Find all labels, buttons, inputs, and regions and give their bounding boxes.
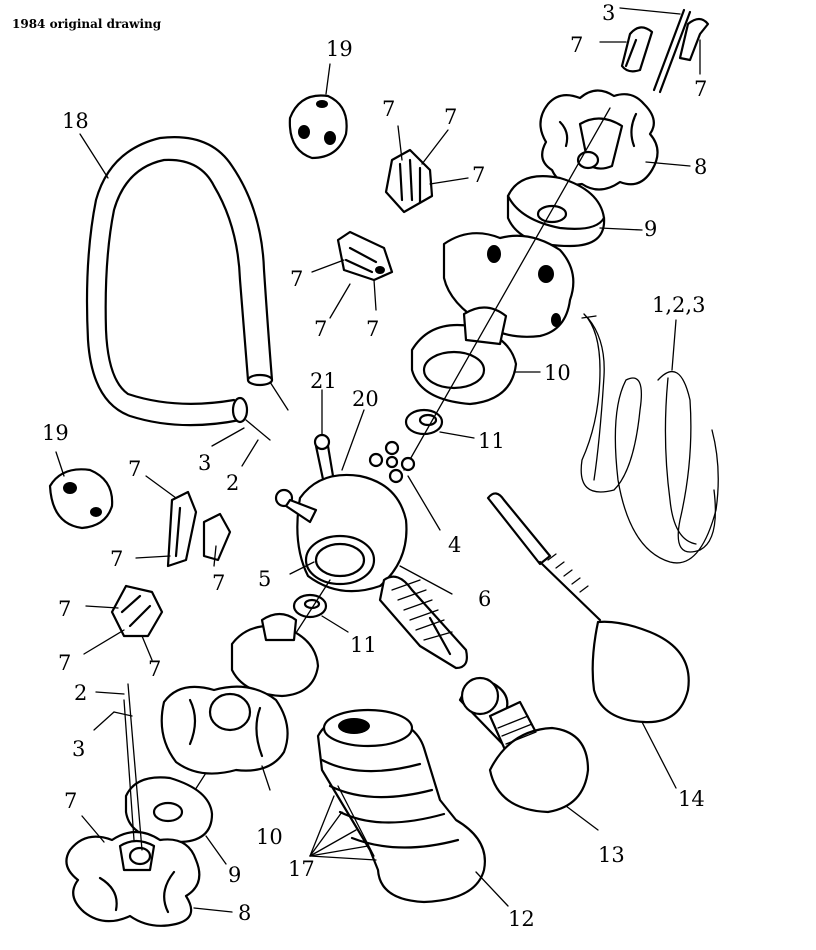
callout-7-bottom-1: 7 bbox=[58, 597, 71, 621]
callout-7-upper-3: 7 bbox=[472, 163, 485, 187]
nut-19-top bbox=[288, 63, 348, 160]
callout-11-top: 11 bbox=[478, 429, 505, 453]
clip-7-top-left bbox=[599, 26, 654, 73]
body-housing bbox=[274, 473, 468, 670]
callout-6: 6 bbox=[478, 587, 491, 611]
cup-10-bottom bbox=[230, 612, 320, 698]
washer-9-bottom bbox=[124, 776, 227, 865]
callout-7-lower-2: 7 bbox=[110, 547, 123, 571]
wire-3-top bbox=[619, 7, 692, 94]
callout-9-top: 9 bbox=[644, 217, 657, 241]
callout-7-middle-2: 7 bbox=[314, 317, 327, 341]
spider-8-bottom bbox=[65, 815, 233, 927]
star-piece-4 bbox=[368, 440, 441, 531]
callout-19-top: 19 bbox=[326, 37, 353, 61]
callout-1-2-3: 1,2,3 bbox=[652, 293, 705, 317]
callout-18: 18 bbox=[62, 109, 89, 133]
spider-body-bottom bbox=[160, 685, 289, 791]
callout-7-lower-1: 7 bbox=[128, 457, 141, 481]
callout-3-hose: 3 bbox=[198, 451, 211, 475]
callout-10-bottom: 10 bbox=[256, 825, 283, 849]
tool-14 bbox=[486, 492, 690, 789]
clip-group-7-bottom bbox=[83, 584, 164, 661]
spider-8-top bbox=[539, 89, 691, 191]
wires-2-3-bottom bbox=[93, 683, 143, 851]
callout-7-bottom-spider: 7 bbox=[64, 789, 77, 813]
washer-9-top bbox=[506, 175, 643, 248]
callout-3-top: 3 bbox=[602, 1, 615, 25]
nut-19-left bbox=[48, 451, 114, 530]
cap-13 bbox=[458, 676, 599, 831]
washer-11-bottom bbox=[292, 593, 349, 633]
fins-17-pointers bbox=[309, 795, 377, 861]
handle-20 bbox=[341, 409, 365, 471]
callout-12: 12 bbox=[508, 907, 535, 931]
callout-7-upper-1: 7 bbox=[382, 97, 395, 121]
callout-11-bottom: 11 bbox=[350, 633, 377, 657]
callout-8-top: 8 bbox=[694, 155, 707, 179]
callout-7-middle-1: 7 bbox=[290, 267, 303, 291]
drawing-caption: 1984 original drawing bbox=[12, 17, 162, 31]
callout-7-upper-2: 7 bbox=[444, 105, 457, 129]
clip-7-top-right bbox=[678, 17, 710, 75]
callout-20: 20 bbox=[352, 387, 379, 411]
callout-7-lower-3: 7 bbox=[212, 571, 225, 595]
callout-2-bottom: 2 bbox=[74, 681, 87, 705]
callout-17: 17 bbox=[288, 857, 315, 881]
clip-group-7-middle bbox=[311, 230, 394, 319]
callout-3-bottom: 3 bbox=[72, 737, 85, 761]
cables-1-2-3 bbox=[580, 313, 719, 564]
callout-9-bottom: 9 bbox=[228, 863, 241, 887]
bellows-12 bbox=[316, 708, 509, 907]
callout-13: 13 bbox=[598, 843, 625, 867]
pin-21 bbox=[313, 389, 336, 486]
callout-7-bottom-2: 7 bbox=[58, 651, 71, 675]
hose-18 bbox=[79, 133, 289, 467]
callout-2-hose: 2 bbox=[226, 471, 239, 495]
axis-line-top bbox=[403, 107, 611, 471]
callout-14: 14 bbox=[678, 787, 705, 811]
callout-7-middle-3: 7 bbox=[366, 317, 379, 341]
clip-group-7-lower bbox=[135, 475, 232, 568]
callout-10-top: 10 bbox=[544, 361, 571, 385]
callout-21: 21 bbox=[310, 369, 337, 393]
clip-group-7-upper bbox=[384, 125, 469, 214]
callout-5: 5 bbox=[258, 567, 271, 591]
callout-19-left: 19 bbox=[42, 421, 69, 445]
callout-8-bottom: 8 bbox=[238, 901, 251, 925]
callout-7-bottom-3: 7 bbox=[148, 657, 161, 681]
washer-11-top bbox=[404, 408, 475, 439]
callout-4: 4 bbox=[448, 533, 461, 557]
callout-7-top-right: 7 bbox=[694, 77, 707, 101]
callout-7-top-left: 7 bbox=[570, 33, 583, 57]
